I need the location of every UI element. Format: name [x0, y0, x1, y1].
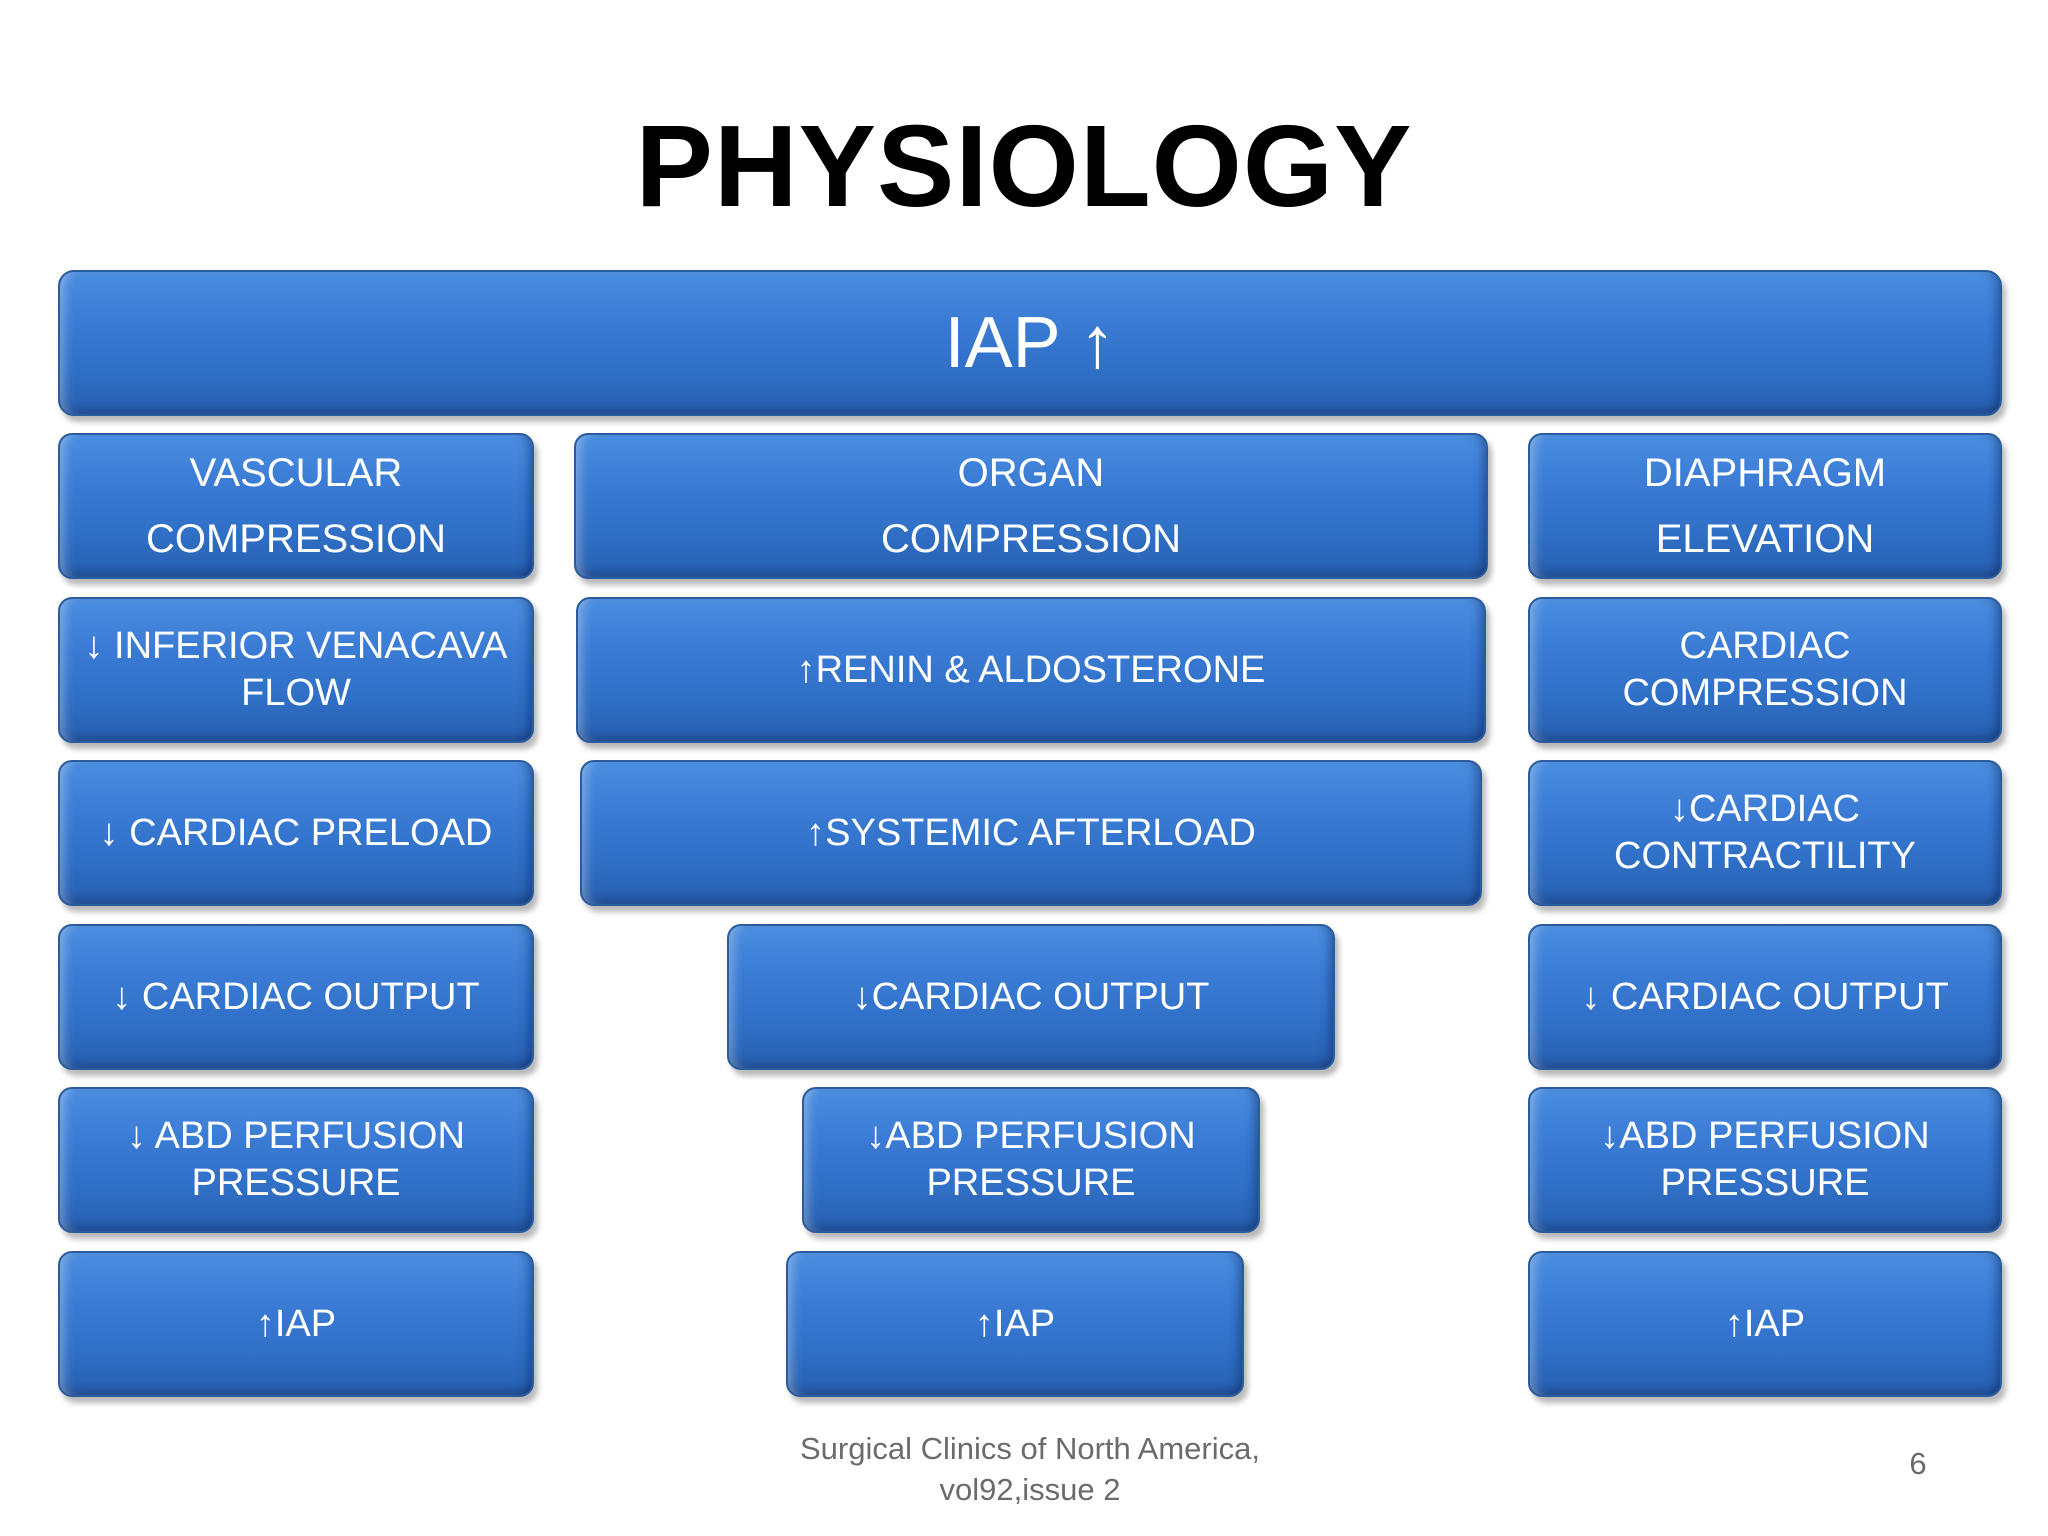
iap-box-left: ↑IAP — [58, 1251, 534, 1397]
box-label: ↑RENIN & ALDOSTERONE — [796, 648, 1266, 691]
box-label: ↑SYSTEMIC AFTERLOAD — [806, 811, 1256, 854]
iap-increase-box: IAP ↑ — [58, 270, 2002, 416]
box-label: ↓CARDIAC OUTPUT — [852, 975, 1210, 1018]
abd-perfusion-box-middle: ↓ABD PERFUSION PRESSURE — [802, 1087, 1260, 1233]
abd-perfusion-box-left: ↓ ABD PERFUSION PRESSURE — [58, 1087, 534, 1233]
box-label: CARDIAC COMPRESSION — [1622, 625, 1908, 714]
cardiac-contractility-box: ↓CARDIAC CONTRACTILITY — [1528, 760, 2002, 906]
organ-compression-box: ORGAN COMPRESSION — [574, 433, 1488, 579]
cardiac-preload-box: ↓ CARDIAC PRELOAD — [58, 760, 534, 906]
box-label: ↑IAP — [974, 1302, 1056, 1345]
box-label: ↓ABD PERFUSION PRESSURE — [1600, 1115, 1930, 1204]
box-label: DIAPHRAGM ELEVATION — [1643, 451, 1887, 561]
page-number: 6 — [1909, 1446, 1927, 1481]
iap-increase-label: IAP ↑ — [944, 303, 1116, 383]
cardiac-output-box-left: ↓ CARDIAC OUTPUT — [58, 924, 534, 1070]
box-label: ↓ CARDIAC OUTPUT — [1581, 975, 1949, 1018]
citation: Surgical Clinics of North America, vol92… — [800, 1431, 1260, 1507]
vascular-compression-box: VASCULAR COMPRESSION — [58, 433, 534, 579]
slide-title: PHYSIOLOGY — [635, 101, 1413, 231]
systemic-afterload-box: ↑SYSTEMIC AFTERLOAD — [580, 760, 1482, 906]
cardiac-output-box-middle: ↓CARDIAC OUTPUT — [727, 924, 1335, 1070]
box-label: ↓ CARDIAC PRELOAD — [99, 811, 493, 854]
box-label: ↓ INFERIOR VENACAVA FLOW — [84, 625, 508, 714]
box-label: ↑IAP — [255, 1302, 337, 1345]
diaphragm-elevation-box: DIAPHRAGM ELEVATION — [1528, 433, 2002, 579]
iap-box-right: ↑IAP — [1528, 1251, 2002, 1397]
box-label: ↑IAP — [1724, 1302, 1806, 1345]
box-label: VASCULAR COMPRESSION — [145, 451, 447, 561]
box-label: ↓ABD PERFUSION PRESSURE — [866, 1115, 1196, 1204]
inferior-venacava-flow-box: ↓ INFERIOR VENACAVA FLOW — [58, 597, 534, 743]
box-label: ORGAN COMPRESSION — [880, 451, 1182, 561]
renin-aldosterone-box: ↑RENIN & ALDOSTERONE — [576, 597, 1486, 743]
box-label: ↓ CARDIAC OUTPUT — [112, 975, 480, 1018]
cardiac-compression-box: CARDIAC COMPRESSION — [1528, 597, 2002, 743]
abd-perfusion-box-right: ↓ABD PERFUSION PRESSURE — [1528, 1087, 2002, 1233]
box-label: ↓CARDIAC CONTRACTILITY — [1614, 788, 1916, 877]
box-label: ↓ ABD PERFUSION PRESSURE — [127, 1115, 465, 1204]
cardiac-output-box-right: ↓ CARDIAC OUTPUT — [1528, 924, 2002, 1070]
iap-box-middle: ↑IAP — [786, 1251, 1244, 1397]
